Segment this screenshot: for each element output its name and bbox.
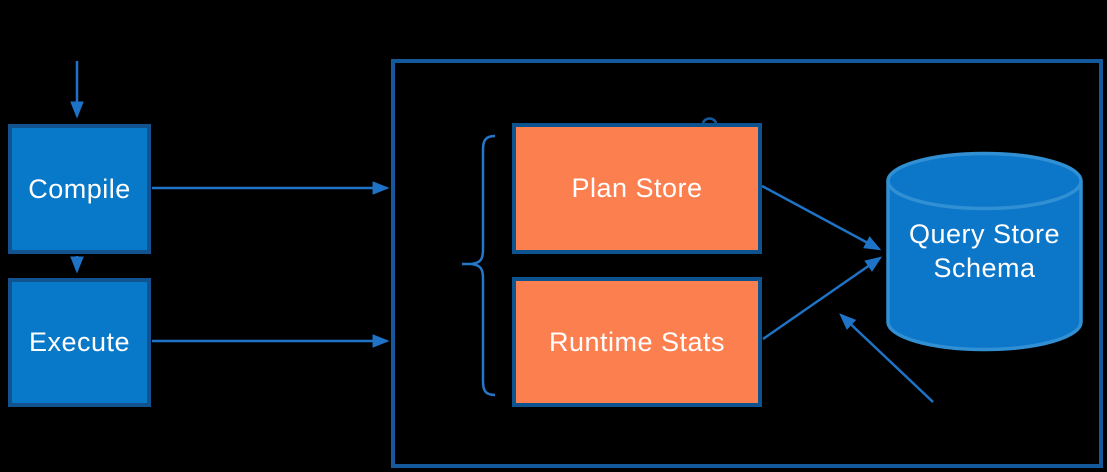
query-store-schema-cylinder [886,151,1083,352]
execute-label: Execute [28,327,131,357]
schema-label-line1: Query Store [908,219,1061,250]
cylinder-top [886,151,1083,211]
arrow-runtime-stats-to-schema [762,256,883,341]
arrow-plan-store-to-schema [761,184,882,251]
plan-store-node: Plan Store [512,123,762,254]
runtime-stats-label: Runtime Stats [548,326,726,357]
runtime-stats-node: Runtime Stats [512,277,762,407]
cylinder-body [886,181,1083,352]
compile-node: Compile [8,124,151,254]
execute-node: Execute [8,278,151,407]
arc-fragment [701,117,718,125]
schema-label-line2: Schema [933,253,1036,283]
query-store-schema-label: Query Store Schema [888,153,1081,351]
arrow-external-to-schema [839,313,934,403]
plan-store-label: Plan Store [571,173,703,203]
compile-label: Compile [28,173,131,204]
query-store-container [391,59,1103,468]
